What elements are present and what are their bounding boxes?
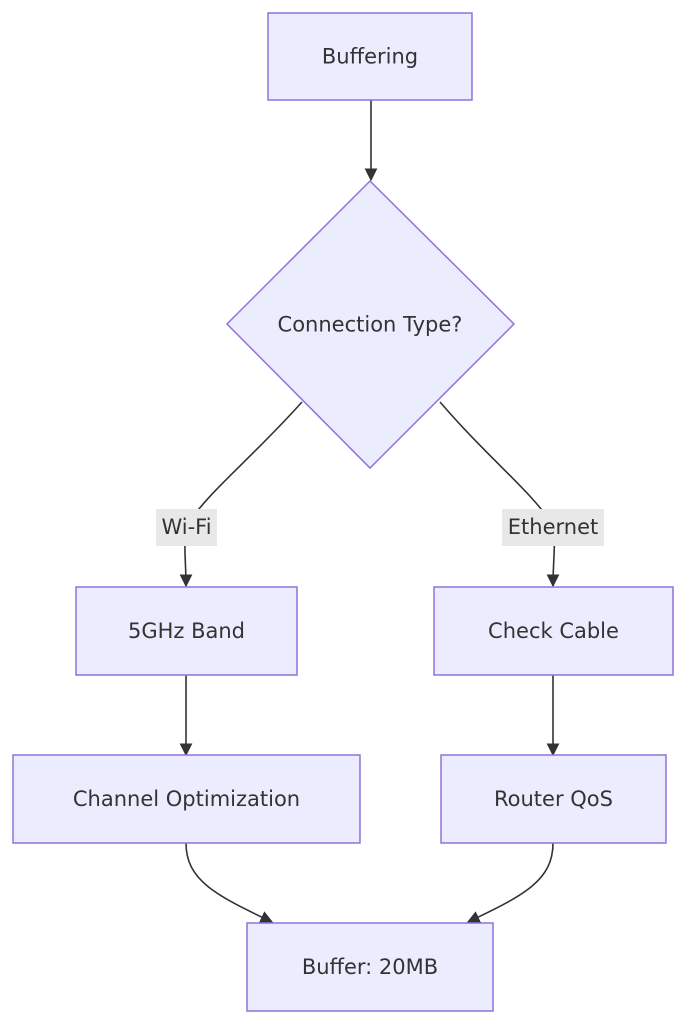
edge-channel-optimization-to-buffer — [185, 842, 274, 923]
node-buffering: Buffering — [267, 12, 473, 101]
node-router-qos: Router QoS — [440, 754, 667, 844]
node-channel-optimization: Channel Optimization — [12, 754, 361, 844]
edge-ethernet — [439, 401, 560, 588]
node-check-cable: Check Cable — [433, 586, 674, 676]
edge-wifi — [179, 401, 303, 588]
edge-label-ethernet-text: Ethernet — [508, 515, 598, 539]
node-channel-optimization-label: Channel Optimization — [73, 787, 300, 811]
node-router-qos-label: Router QoS — [494, 787, 613, 811]
node-5ghz-band-label: 5GHz Band — [128, 619, 245, 643]
node-buffer-size: Buffer: 20MB — [246, 922, 494, 1012]
edge-router-qos-to-buffer — [466, 842, 554, 923]
node-connection-type: Connection Type? — [225, 179, 516, 470]
node-check-cable-label: Check Cable — [488, 619, 619, 643]
node-buffer-size-label: Buffer: 20MB — [302, 955, 438, 979]
node-connection-type-label: Connection Type? — [278, 313, 463, 337]
edge-label-wifi-text: Wi-Fi — [161, 515, 211, 539]
edge-label-wifi: Wi-Fi — [156, 509, 217, 546]
node-5ghz-band: 5GHz Band — [75, 586, 298, 676]
node-buffering-label: Buffering — [322, 45, 418, 69]
edge-label-ethernet: Ethernet — [502, 509, 604, 546]
